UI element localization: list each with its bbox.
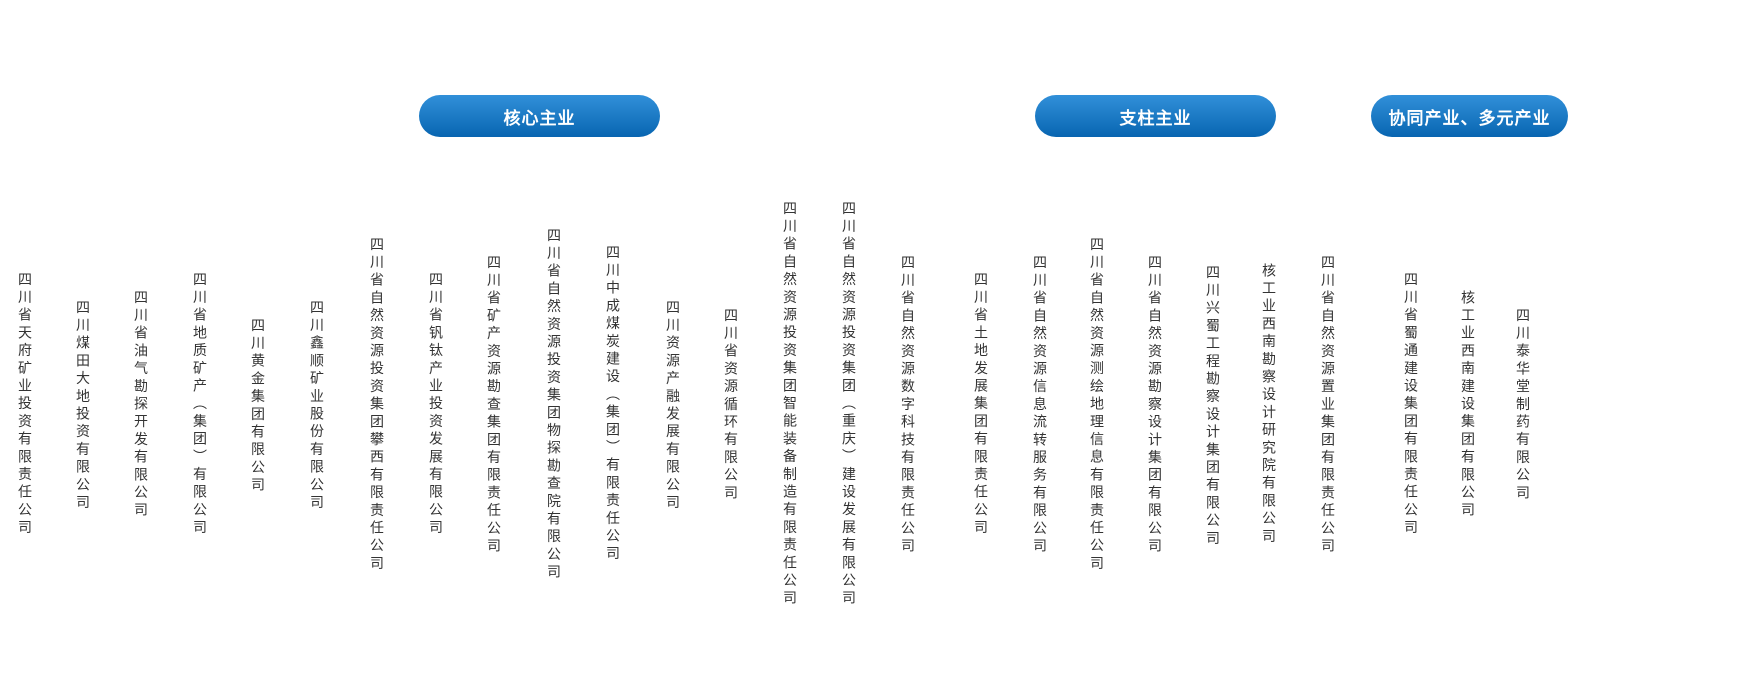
company-name: 四川省矿产资源勘查集团有限责任公司 — [485, 255, 501, 556]
company-name: 四川鑫顺矿业股份有限公司 — [308, 300, 324, 513]
company-name: 四川省地质矿产（集团）有限公司 — [191, 272, 207, 538]
category-pillar-business: 支柱主业 — [1035, 95, 1276, 137]
company-name: 四川省自然资源信息流转服务有限公司 — [1031, 255, 1047, 556]
company-name: 四川省自然资源勘察设计集团有限公司 — [1146, 255, 1162, 556]
company-name: 四川泰华堂制药有限公司 — [1514, 308, 1530, 503]
company-name: 四川资源产融发展有限公司 — [664, 300, 680, 513]
company-name: 四川省自然资源测绘地理信息有限责任公司 — [1088, 237, 1104, 574]
company-name: 四川省蜀通建设集团有限责任公司 — [1402, 272, 1418, 538]
company-name: 四川黄金集团有限公司 — [249, 318, 265, 495]
company-name: 核工业西南勘察设计研究院有限公司 — [1260, 263, 1276, 547]
company-name: 四川省自然资源投资集团攀西有限责任公司 — [368, 237, 384, 574]
company-name: 四川煤田大地投资有限公司 — [74, 300, 90, 513]
company-name: 四川中成煤炭建设（集团）有限责任公司 — [604, 245, 620, 564]
category-core-business: 核心主业 — [419, 95, 660, 137]
company-name: 四川省自然资源置业集团有限责任公司 — [1319, 255, 1335, 556]
company-name: 四川省油气勘探开发有限公司 — [132, 290, 148, 521]
company-name: 四川省自然资源投资集团（重庆）建设发展有限公司 — [840, 201, 856, 609]
company-name: 四川省自然资源投资集团物探勘查院有限公司 — [545, 228, 561, 582]
company-name: 四川省自然资源投资集团智能装备制造有限责任公司 — [781, 201, 797, 609]
company-name: 四川省自然资源数字科技有限责任公司 — [899, 255, 915, 556]
category-synergy-business: 协同产业、多元产业 — [1371, 95, 1568, 137]
company-name: 核工业西南建设集团有限公司 — [1459, 290, 1475, 521]
company-name: 四川省资源循环有限公司 — [722, 308, 738, 503]
company-name: 四川省土地发展集团有限责任公司 — [972, 272, 988, 538]
company-name: 四川省天府矿业投资有限责任公司 — [16, 272, 32, 538]
company-name: 四川兴蜀工程勘察设计集团有限公司 — [1204, 265, 1220, 549]
company-name: 四川省钒钛产业投资发展有限公司 — [427, 272, 443, 538]
